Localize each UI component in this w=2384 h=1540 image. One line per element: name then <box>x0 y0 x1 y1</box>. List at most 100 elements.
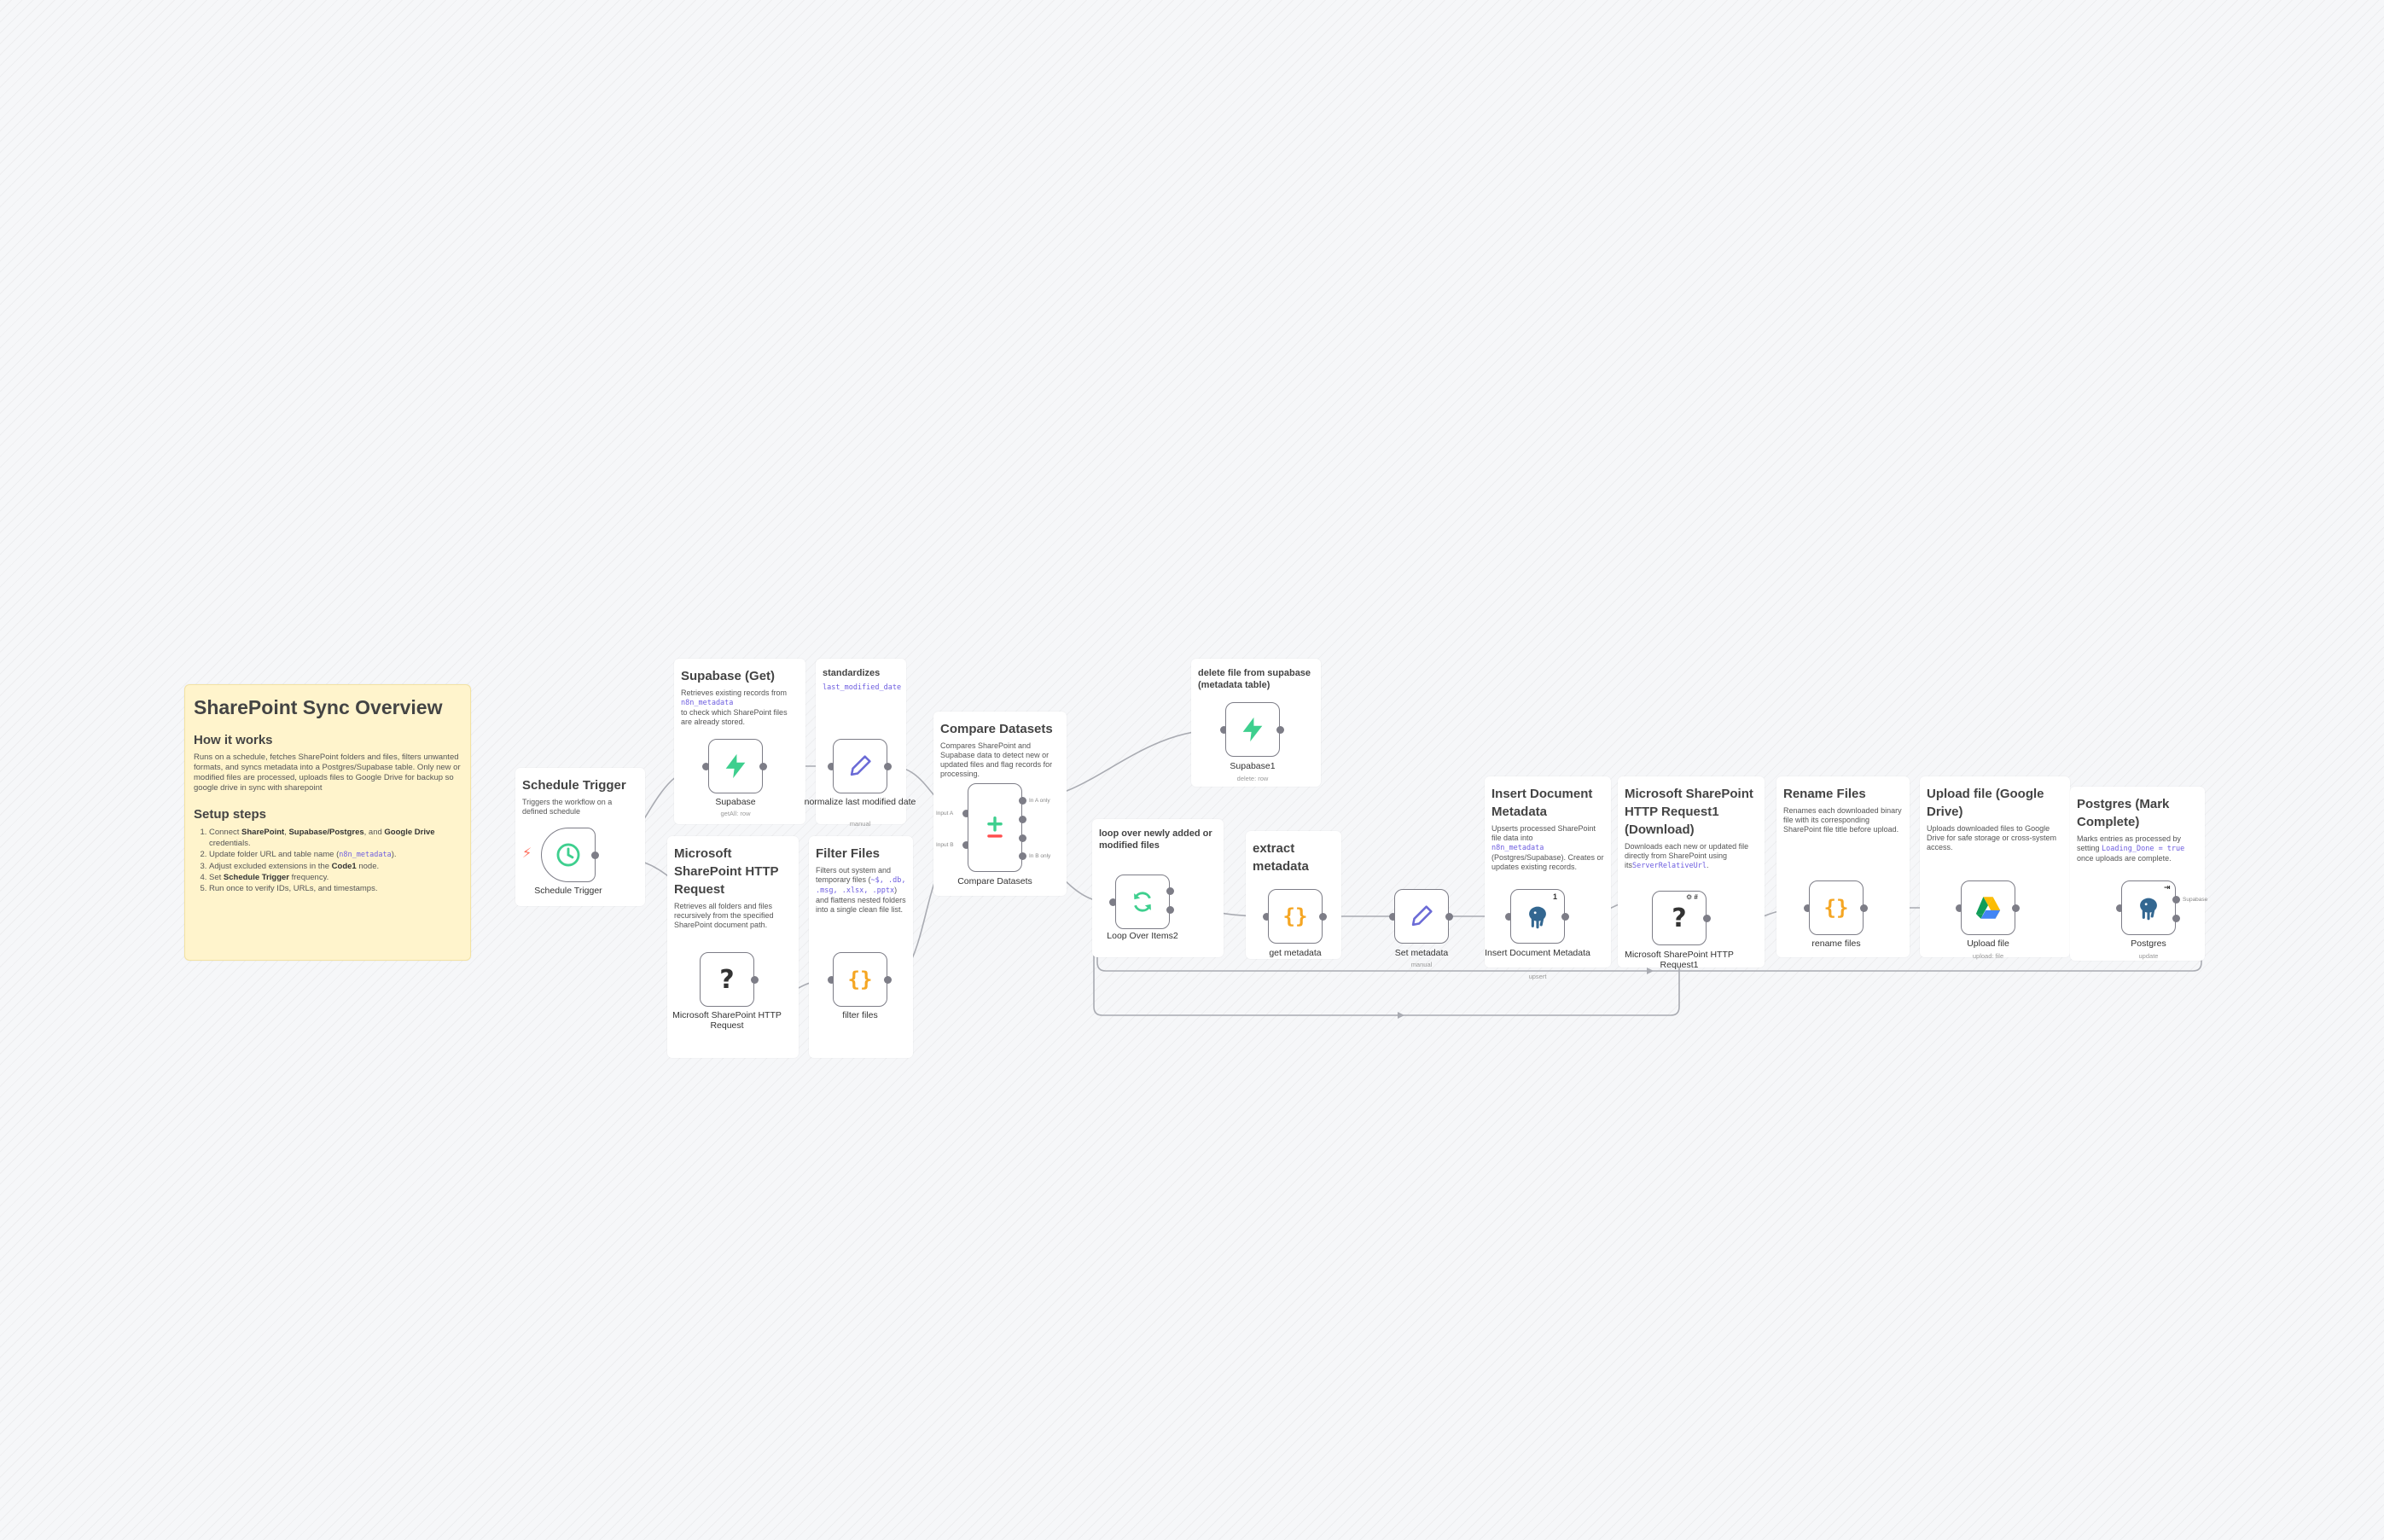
step-bold: Google Drive <box>384 828 435 837</box>
output-handle-a-only[interactable] <box>1019 797 1026 805</box>
sticky-text-part: Upserts processed SharePoint file data i… <box>1491 824 1596 842</box>
output-handle[interactable] <box>751 976 759 984</box>
sticky-upload-file[interactable]: Upload file (Google Drive) Uploads downl… <box>1920 776 2070 957</box>
output-handle-loop[interactable] <box>1166 906 1174 914</box>
input-handle[interactable] <box>828 976 835 984</box>
node-subtitle: upload: file <box>1972 952 2004 960</box>
step-code: n8n_metadata <box>339 851 392 859</box>
output-handle[interactable] <box>759 763 767 770</box>
input-handle[interactable] <box>1804 904 1811 912</box>
sticky-text: Renames each downloaded binary file with… <box>1783 806 1902 834</box>
how-it-works-heading: How it works <box>194 733 273 747</box>
step-text: ). <box>391 850 397 859</box>
node-postgres[interactable] <box>2121 880 2176 935</box>
output-handle[interactable] <box>2012 904 2020 912</box>
output-handle-different[interactable] <box>1019 834 1026 842</box>
step-text: , <box>284 828 289 837</box>
sticky-text-part: Downloads each new or updated file direc… <box>1625 842 1749 869</box>
node-sp-download[interactable]: ? <box>1652 891 1707 945</box>
node-filter-files[interactable]: {} <box>833 952 887 1007</box>
step-bold: Code1 <box>331 862 357 871</box>
node-upload-file[interactable] <box>1961 880 2015 935</box>
node-set-metadata[interactable] <box>1394 889 1449 944</box>
input-handle[interactable] <box>1505 913 1513 921</box>
sticky-text: Uploads downloaded files to Google Drive… <box>1927 824 2057 851</box>
node-loop-over-items[interactable] <box>1115 875 1170 929</box>
node-status-badge: ⚙ # <box>1686 893 1698 901</box>
sticky-title: Microsoft SharePoint HTTP Request1 (Down… <box>1625 787 1753 837</box>
question-icon: ? <box>1672 903 1687 933</box>
node-sp-http-request[interactable]: ? <box>700 952 754 1007</box>
postgres-icon <box>2140 898 2157 921</box>
input-handle[interactable] <box>702 763 710 770</box>
setup-steps-list: Connect SharePoint, Supabase/Postgres, a… <box>194 827 462 894</box>
sticky-text: Retrieves all folders and files recursiv… <box>674 902 774 929</box>
node-compare-datasets[interactable] <box>968 783 1022 872</box>
braces-icon: {} <box>1823 896 1849 920</box>
sticky-text-part: ) and flattens nested folders into a sin… <box>816 886 906 914</box>
output-handle[interactable] <box>591 851 599 859</box>
output-handle[interactable] <box>1276 726 1284 734</box>
node-rename-files[interactable]: {} <box>1809 880 1864 935</box>
output-handle[interactable] <box>1703 915 1711 922</box>
input-handle-a[interactable] <box>962 810 970 817</box>
input-handle[interactable] <box>1389 913 1397 921</box>
supabase-icon <box>725 753 746 779</box>
input-handle[interactable] <box>1220 726 1228 734</box>
trigger-indicator-icon: ⚡ <box>522 846 532 861</box>
supabase-icon <box>1242 717 1263 742</box>
input-handle[interactable] <box>1263 913 1270 921</box>
output-handle[interactable] <box>884 763 892 770</box>
input-handle[interactable] <box>1956 904 1963 912</box>
loop-icon <box>1134 892 1151 912</box>
sticky-title: Microsoft SharePoint HTTP Request <box>674 846 779 897</box>
node-get-metadata[interactable]: {} <box>1268 889 1323 944</box>
overview-sticky[interactable]: SharePoint Sync Overview How it works Ru… <box>184 684 471 961</box>
node-supabase1[interactable] <box>1225 702 1280 757</box>
step-text: Run once to verify IDs, URLs, and timest… <box>209 884 378 893</box>
sticky-text: Marks entries as processed by setting Lo… <box>2077 834 2198 863</box>
node-schedule-trigger[interactable] <box>541 828 596 882</box>
output-handle-2[interactable] <box>2172 915 2180 922</box>
node-subtitle: delete: row <box>1236 775 1269 782</box>
output-handle[interactable] <box>1319 913 1327 921</box>
input-handle-b[interactable] <box>962 841 970 849</box>
output-handle[interactable] <box>884 976 892 984</box>
sticky-text-part: Filters out system and temporary files ( <box>816 866 892 884</box>
setup-step: Update folder URL and table name (n8n_me… <box>209 849 462 861</box>
sticky-title: loop over newly added or modified files <box>1099 828 1212 851</box>
setup-step: Run once to verify IDs, URLs, and timest… <box>209 883 462 894</box>
node-supabase[interactable] <box>708 739 763 793</box>
output-handle[interactable] <box>2172 896 2180 904</box>
node-label: filter files <box>842 1010 878 1020</box>
output-handle[interactable] <box>1561 913 1569 921</box>
node-label: Compare Datasets <box>957 876 1032 886</box>
output-handle[interactable] <box>1445 913 1453 921</box>
run-count-badge: 1 <box>1553 892 1558 901</box>
setup-steps-heading: Setup steps <box>194 807 267 822</box>
sticky-title: standardizes <box>823 668 881 678</box>
input-handle[interactable] <box>828 763 835 770</box>
output-handle-done[interactable] <box>1166 887 1174 895</box>
input-handle[interactable] <box>2116 904 2124 912</box>
sticky-schedule-trigger[interactable]: Schedule Trigger Triggers the workflow o… <box>515 768 645 906</box>
sticky-filter-files[interactable]: Filter Files Filters out system and temp… <box>809 836 913 1058</box>
node-label: Microsoft SharePoint HTTP Request1 <box>1625 950 1734 970</box>
input-handle[interactable] <box>1109 898 1117 906</box>
sticky-title: delete file from supabase (metadata tabl… <box>1198 668 1311 690</box>
node-normalize-date[interactable] <box>833 739 887 793</box>
node-insert-metadata[interactable] <box>1510 889 1565 944</box>
output-handle-same[interactable] <box>1019 816 1026 823</box>
braces-icon: {} <box>847 968 873 991</box>
step-text: Adjust excluded extensions in the <box>209 862 332 871</box>
output-handle-b-only[interactable] <box>1019 852 1026 860</box>
sticky-text-part: to check which SharePoint files are alre… <box>681 708 788 726</box>
sticky-sp-http-request[interactable]: Microsoft SharePoint HTTP Request Retrie… <box>667 836 799 1058</box>
sticky-code: ServerRelativeUrl <box>1632 862 1707 870</box>
output-handle[interactable] <box>1860 904 1868 912</box>
sticky-title: Insert Document Metadata <box>1491 787 1593 819</box>
node-subtitle: update <box>2138 952 2159 960</box>
node-subtitle: manual <box>849 820 871 828</box>
